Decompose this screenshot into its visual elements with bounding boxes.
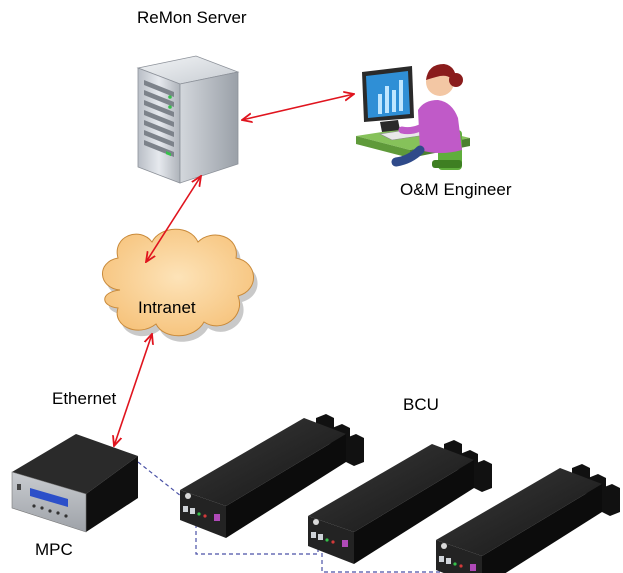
bcu-side-face [226, 434, 346, 538]
bcu-front-face [180, 490, 226, 538]
bcu-led [325, 538, 329, 542]
bcu-group [180, 414, 620, 573]
bcu-top-face [436, 468, 602, 556]
bcu-led [331, 540, 335, 544]
bcu-led [197, 512, 201, 516]
bcu-port [446, 558, 451, 564]
server-tower-icon [136, 55, 240, 184]
arrow-intranet-mpc [114, 334, 152, 446]
ethernet-label: Ethernet [52, 389, 117, 408]
cloud-icon [102, 228, 258, 342]
bcu-top-face [180, 418, 346, 506]
bcu-front-face [308, 516, 354, 564]
bcu-port [439, 556, 444, 562]
bcu-led [453, 562, 457, 566]
bcu-side-face [482, 484, 602, 573]
bcu-connector [470, 564, 476, 571]
mpc-label: MPC [35, 540, 73, 559]
engineer-workstation-icon [356, 64, 470, 170]
bcu-label: BCU [403, 395, 439, 414]
bcu-port [318, 534, 323, 540]
mpc-unit-icon [11, 434, 138, 533]
bcu-port [183, 506, 188, 512]
engineer-label: O&M Engineer [400, 180, 512, 199]
intranet-label: Intranet [138, 298, 196, 317]
heatsink-fin [474, 460, 492, 492]
bcu-unit-icon [180, 414, 364, 538]
bcu-port [190, 508, 195, 514]
bcu-logo-dot [441, 543, 447, 549]
bcu-unit-icon [308, 440, 492, 564]
bcu-led [459, 564, 463, 568]
bcu-connector [342, 540, 348, 547]
bcu-unit-icon [436, 464, 620, 573]
bcu-side-face [354, 460, 474, 564]
bcu-port [311, 532, 316, 538]
bcu-logo-dot [313, 519, 319, 525]
bcu-connector [214, 514, 220, 521]
bcu-logo-dot [185, 493, 191, 499]
heatsink-fin [602, 484, 620, 516]
arrow-server-intranet [146, 176, 201, 262]
heatsink-fin [346, 434, 364, 466]
bcu-top-face [308, 444, 474, 532]
server-label: ReMon Server [137, 8, 247, 27]
bcu-led [203, 514, 207, 518]
arrow-server-engineer [242, 94, 354, 120]
